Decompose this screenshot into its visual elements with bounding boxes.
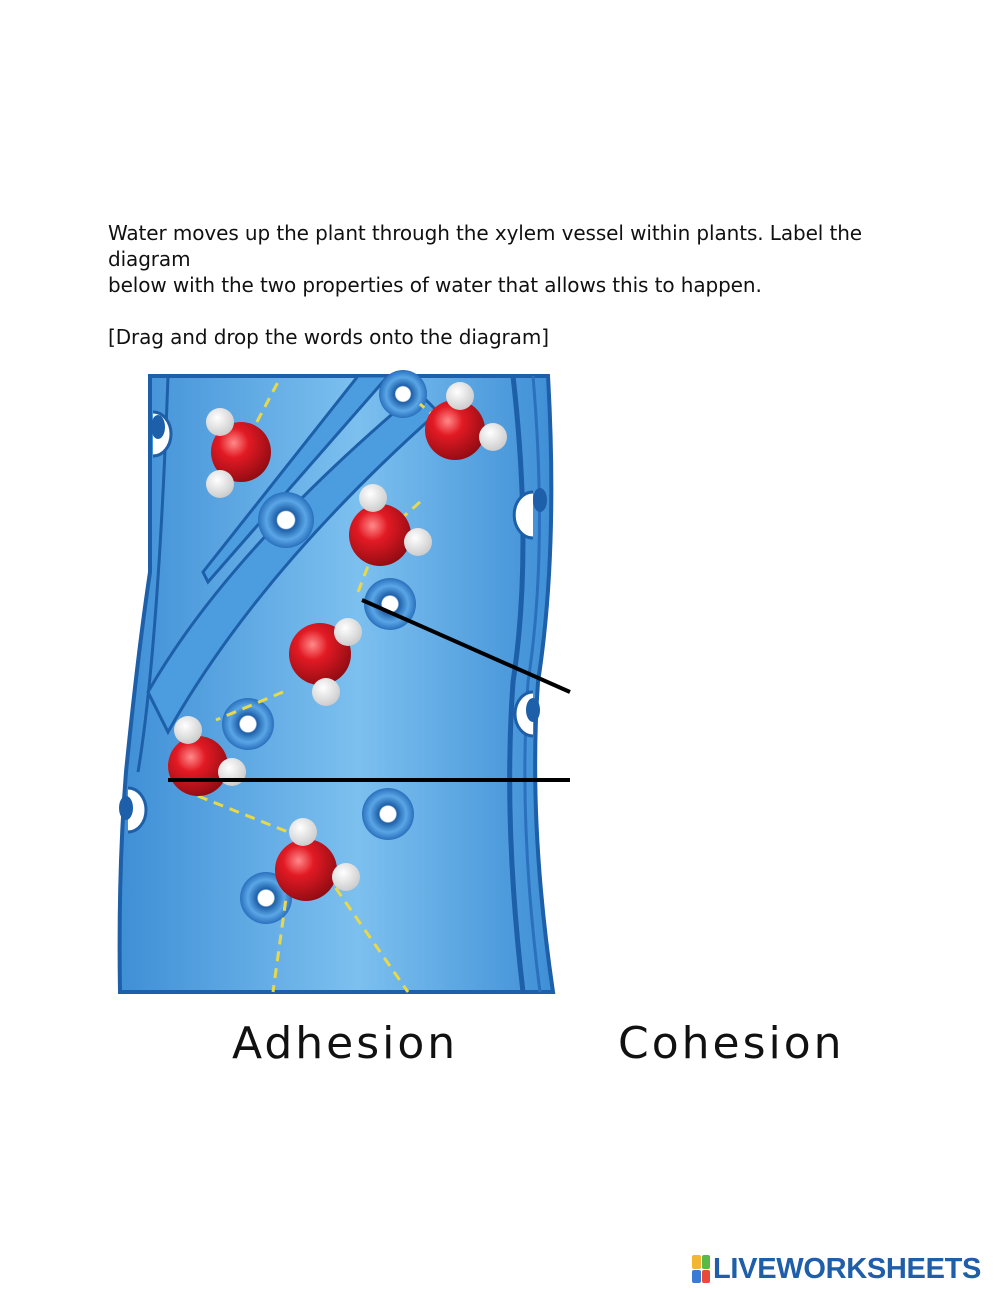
liveworksheets-brand: LIVEWORKSHEETS (692, 1252, 981, 1286)
instructions-text: Water moves up the plant through the xyl… (108, 220, 928, 350)
water-molecule (425, 382, 507, 460)
water-molecule (206, 408, 271, 498)
xylem-diagram (108, 352, 578, 994)
draggable-word-cohesion[interactable]: Cohesion (618, 1018, 845, 1069)
vessel-strand-right-outer (523, 375, 542, 993)
water-molecule (275, 818, 360, 901)
liveworksheets-logo-icon (692, 1255, 710, 1283)
water-molecules (168, 382, 507, 901)
water-molecule (349, 484, 432, 566)
brand-name: LIVEWORKSHEETS (713, 1252, 982, 1285)
label-line-cohesion (361, 598, 571, 694)
instruction-line-2: below with the two properties of water t… (108, 273, 762, 297)
instruction-line-1: Water moves up the plant through the xyl… (108, 221, 863, 271)
xylem-vessel-illustration (117, 370, 571, 994)
draggable-word-adhesion[interactable]: Adhesion (232, 1018, 459, 1069)
side-pits (127, 410, 534, 834)
drag-drop-instruction: [Drag and drop the words onto the diagra… (108, 325, 549, 349)
vessel-strand-right (507, 375, 526, 993)
water-molecule (289, 618, 362, 706)
